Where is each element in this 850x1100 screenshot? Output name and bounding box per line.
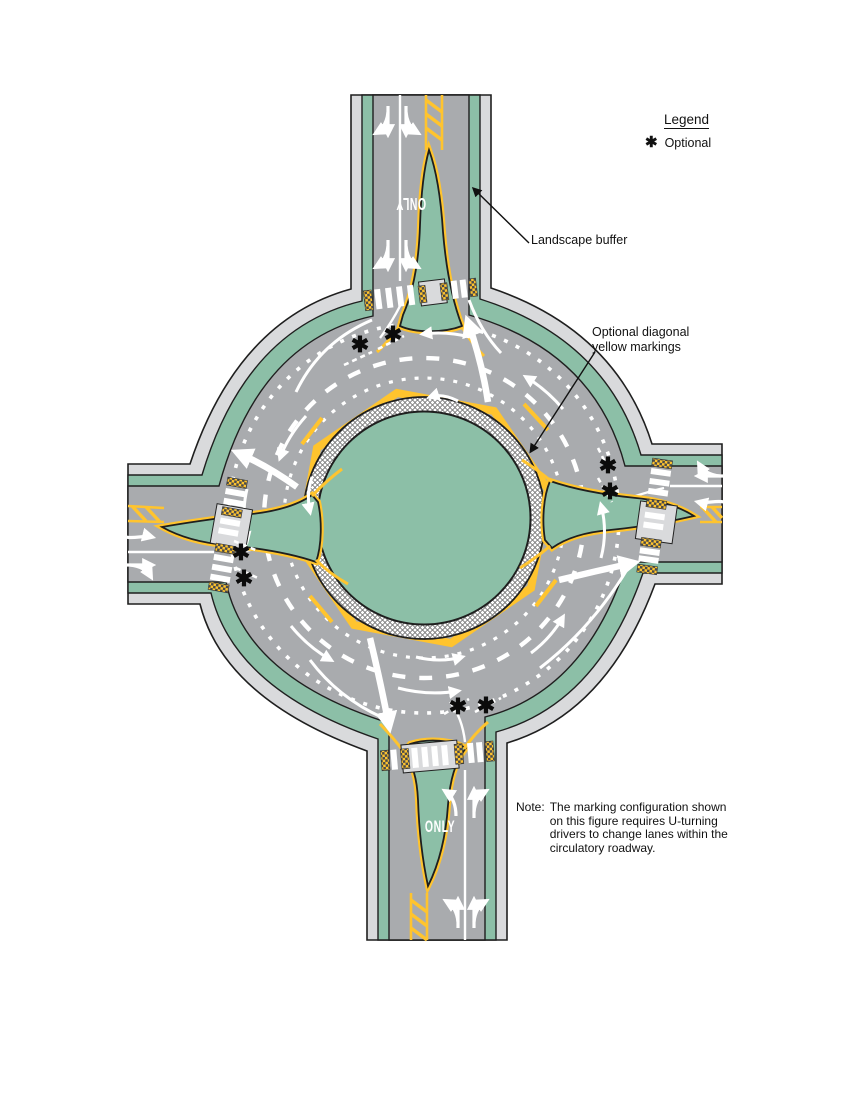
svg-text:✱: ✱: [449, 694, 467, 719]
yield-lines: [233, 334, 614, 716]
label-leaders: [471, 186, 596, 454]
figure-note: Note: The marking configuration shown on…: [516, 800, 728, 855]
exit-path-arrows: [230, 314, 641, 734]
svg-text:✱: ✱: [235, 566, 253, 591]
circulating-arrows: [238, 326, 610, 700]
median-yellow-east: [700, 505, 724, 524]
optional-diagonal-label-line2: yellow markings: [592, 340, 681, 354]
svg-text:✱: ✱: [601, 479, 619, 504]
note-line: on this figure requires U-turning: [549, 813, 718, 828]
svg-text:✱: ✱: [232, 540, 250, 565]
note-line: The marking configuration shown: [549, 800, 727, 814]
note-line: drivers to change lanes within the: [549, 827, 728, 842]
crosswalk-south: [380, 739, 495, 774]
legend-title: Legend: [664, 112, 710, 129]
only-text-south: ONLY: [425, 816, 455, 835]
legend: ✱ Optional: [645, 135, 711, 150]
median-yellow-west: [127, 504, 165, 524]
only-text-north: ONLY: [396, 193, 426, 213]
note-label: Note:: [516, 800, 545, 814]
landscape-buffer-label: Landscape buffer: [531, 233, 628, 247]
crosswalk-north: [362, 277, 479, 312]
svg-text:✱: ✱: [599, 453, 617, 478]
note-body: The marking configuration shown on this …: [549, 800, 728, 855]
splitter-island-east: [540, 477, 702, 553]
svg-text:✱: ✱: [384, 322, 402, 347]
crosswalk-west: [207, 476, 254, 594]
splitter-island-south: [400, 737, 471, 895]
legend-optional-label: Optional: [664, 135, 712, 150]
median-yellow-south: [409, 893, 429, 942]
median-yellow-north: [424, 95, 444, 150]
note-line: circulatory roadway.: [549, 840, 656, 855]
optional-markers: ✱ ✱ ✱ ✱ ✱ ✱ ✱ ✱: [232, 322, 619, 719]
crosswalk-east: [634, 457, 678, 576]
svg-text:✱: ✱: [477, 693, 495, 718]
approach-lane-lines: [128, 95, 722, 940]
optional-diagonal-label-line1: Optional diagonal: [592, 325, 690, 339]
central-island: [316, 410, 532, 626]
svg-text:✱: ✱: [351, 332, 369, 357]
optional-diagonal-label: Optional diagonal yellow markings: [592, 325, 722, 355]
asterisk-icon: ✱: [645, 134, 658, 151]
